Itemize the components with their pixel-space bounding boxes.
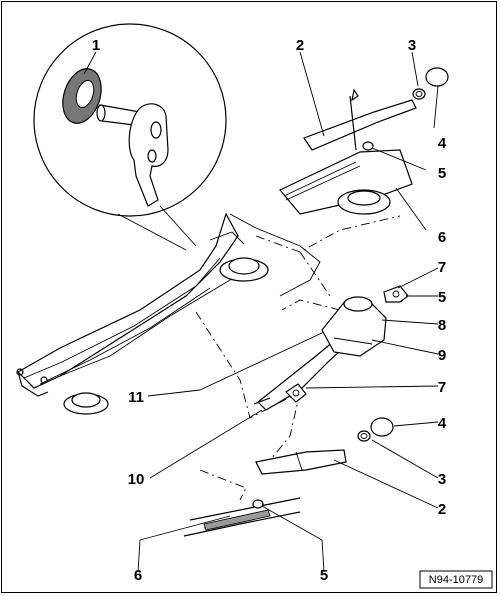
callout-4-top: 4: [438, 135, 447, 152]
callout-3-top: 3: [408, 37, 416, 54]
detail-magnifier: [33, 23, 227, 251]
callout-5-middle: 5: [438, 289, 446, 306]
figure-reference-text: N94-10779: [429, 574, 483, 586]
callout-2-top: 2: [296, 37, 304, 54]
callout-9: 9: [438, 347, 446, 364]
figure-reference: N94-10779: [419, 570, 493, 589]
callout-6-top: 6: [438, 229, 446, 246]
plenum-panel: [16, 212, 321, 415]
assembly-lines: [195, 215, 401, 501]
callout-1: 1: [92, 37, 100, 54]
callout-3-lower: 3: [438, 471, 446, 488]
wiper-linkage-motor: [253, 285, 409, 411]
callout-5-lower: 5: [320, 567, 328, 584]
callout-4-lower: 4: [438, 415, 447, 432]
callout-10: 10: [128, 471, 145, 488]
lower-wiper-arm-group: [183, 417, 394, 537]
callout-8: 8: [438, 317, 446, 334]
callout-labels: 1 2 3 4 5 6 7 5 8 9 11 7 4 10 3 2 6 5: [92, 37, 447, 584]
callout-2-lower: 2: [438, 501, 446, 518]
washer-part-1: [62, 68, 102, 124]
callout-7-lower: 7: [438, 379, 446, 396]
callout-5-top: 5: [438, 165, 446, 182]
upper-wiper-arm-group: [279, 67, 449, 215]
callout-11: 11: [128, 389, 144, 406]
callout-6-lower: 6: [134, 567, 142, 584]
callout-leaders: [83, 51, 439, 573]
callout-7-top: 7: [438, 259, 446, 276]
